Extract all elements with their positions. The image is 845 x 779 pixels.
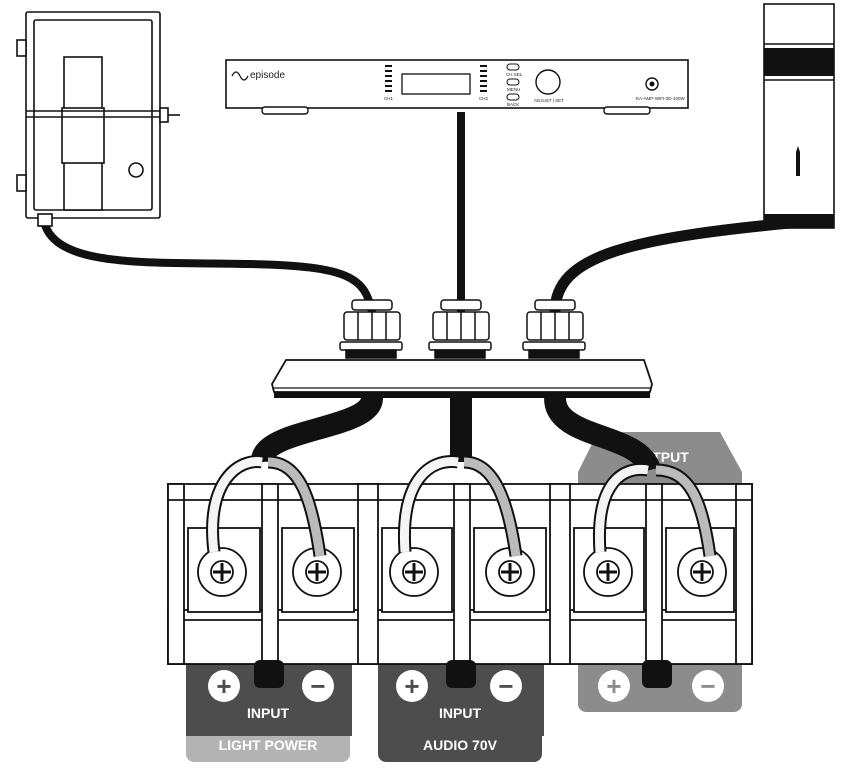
ch1-led-meter bbox=[385, 65, 392, 92]
plus-symbol-output: + bbox=[606, 671, 621, 701]
minus-circle-icon bbox=[692, 670, 724, 702]
ch2-label: CH2 bbox=[479, 96, 488, 101]
ch-sel-button bbox=[506, 63, 520, 71]
screw-1 bbox=[197, 547, 247, 597]
audio-70v-label: AUDIO 70V bbox=[423, 737, 498, 753]
amplifier-model: EA-AMP-WIFI-2D-100W bbox=[636, 96, 686, 101]
amplifier-unit: episode CH1 CH2 CH SEL MENU BACK ADJUST … bbox=[225, 59, 689, 115]
adjust-knob bbox=[535, 69, 561, 95]
polarity-symbols: + − + − + − bbox=[208, 670, 724, 702]
back-label: BACK bbox=[507, 102, 519, 107]
cable-gland-right bbox=[522, 299, 586, 359]
episode-logo-icon bbox=[231, 71, 249, 81]
input-label-light: INPUT bbox=[247, 705, 289, 721]
minus-symbol-light: − bbox=[310, 671, 325, 701]
screw-5 bbox=[583, 547, 633, 597]
amplifier-brand: episode bbox=[250, 70, 285, 81]
ch-sel-label: CH SEL bbox=[506, 72, 523, 77]
back-button bbox=[506, 93, 520, 101]
plus-symbol-audio: + bbox=[404, 671, 419, 701]
ch1-label: CH1 bbox=[384, 96, 393, 101]
plus-circle-icon bbox=[396, 670, 428, 702]
minus-circle-icon bbox=[490, 670, 522, 702]
screw-3 bbox=[389, 547, 439, 597]
plus-circle-icon bbox=[208, 670, 240, 702]
cable-gland-center bbox=[428, 299, 492, 359]
screw-4 bbox=[485, 547, 535, 597]
wire-bundle-left bbox=[251, 395, 383, 464]
conductors-output bbox=[592, 462, 717, 557]
cable-speaker bbox=[549, 216, 801, 313]
menu-label: MENU bbox=[507, 87, 520, 92]
conductors-audio bbox=[397, 455, 523, 557]
screw-6 bbox=[677, 547, 727, 597]
amplifier-display bbox=[401, 73, 471, 95]
conductors-light-power bbox=[206, 455, 327, 557]
speaker-post bbox=[763, 3, 835, 229]
menu-button bbox=[506, 78, 520, 86]
plus-circle-icon bbox=[598, 670, 630, 702]
ch2-led-meter bbox=[480, 65, 487, 92]
cable-gland-left bbox=[339, 299, 403, 359]
light-power-label: LIGHT POWER bbox=[219, 737, 318, 753]
junction-box bbox=[271, 299, 653, 398]
terminal-screws bbox=[197, 547, 727, 597]
adjust-label: ADJUST | SET bbox=[534, 98, 564, 103]
terminal-strip bbox=[167, 483, 753, 665]
episode-badge-icon bbox=[796, 146, 800, 176]
input-label-audio: INPUT bbox=[439, 705, 481, 721]
minus-symbol-audio: − bbox=[498, 671, 513, 701]
minus-circle-icon bbox=[302, 670, 334, 702]
minus-symbol-output: − bbox=[700, 671, 715, 701]
junction-box-lid bbox=[271, 359, 653, 393]
plus-symbol-light: + bbox=[216, 671, 231, 701]
transformer-enclosure bbox=[16, 11, 180, 227]
wire-bundle-right bbox=[544, 396, 661, 475]
cable-light-power bbox=[41, 221, 376, 316]
